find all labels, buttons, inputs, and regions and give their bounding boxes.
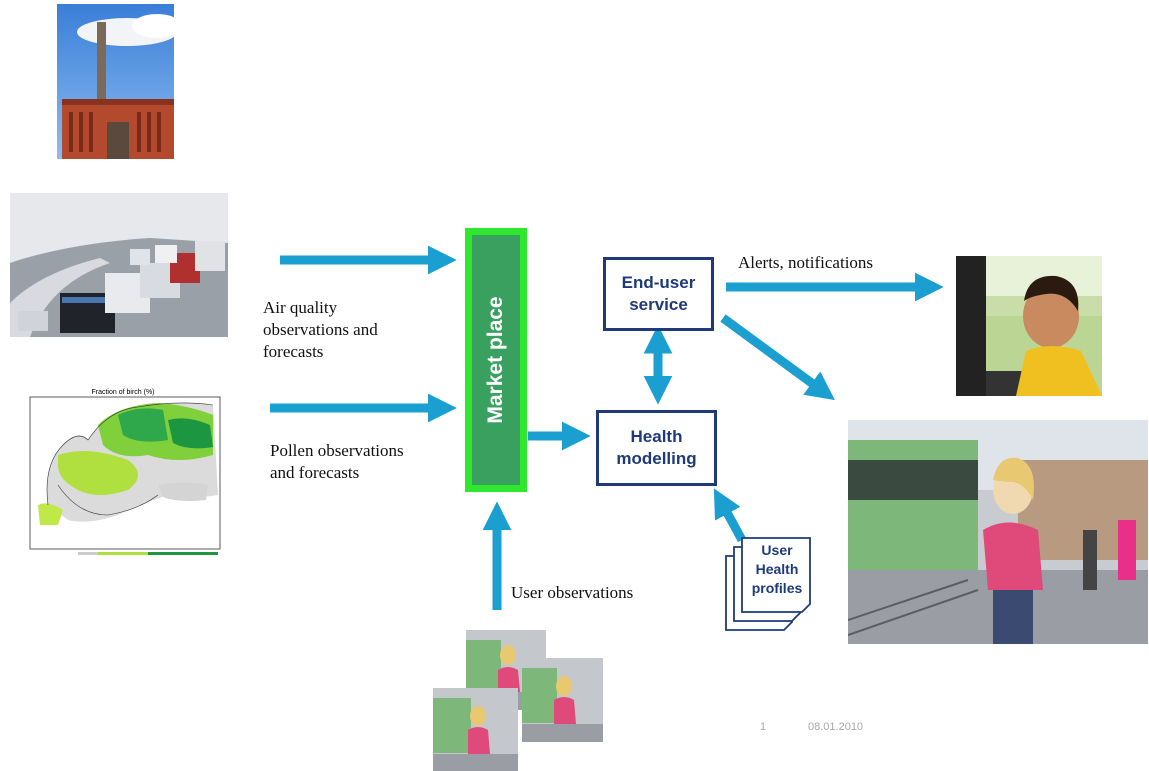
end-user-service-node: End-user service: [603, 257, 714, 331]
alerts-label: Alerts, notifications: [738, 253, 874, 272]
profiles-line-1: User: [761, 542, 793, 558]
power-plant-photo: [57, 4, 174, 159]
health-modelling-line-2: modelling: [616, 449, 697, 468]
pollen-line-2: and forecasts: [270, 463, 360, 482]
air-quality-line-1: Air quality: [263, 298, 338, 317]
user-photo-3: [433, 688, 518, 771]
arrow-service-to-mobile: [720, 314, 835, 401]
end-user-service-line-2: service: [629, 295, 688, 314]
user-observations-label: User observations: [511, 583, 634, 602]
pollen-line-1: Pollen observations: [270, 441, 404, 460]
user-health-profiles-stack: [725, 537, 811, 631]
market-place-label: Market place: [484, 296, 507, 424]
end-user-service-line-1: End-user: [621, 273, 696, 292]
health-modelling-node: Health modelling: [596, 410, 717, 486]
arrow-profiles-to-health: [713, 488, 746, 543]
pollen-label: Pollen observations and forecasts: [270, 440, 404, 484]
girl-tram-photo: [848, 420, 1148, 644]
user-health-profiles-label: User Health profiles: [742, 541, 812, 598]
user-photo-2: [522, 658, 603, 742]
profiles-line-2: Health: [755, 561, 799, 577]
air-quality-label: Air quality observations and forecasts: [263, 297, 378, 363]
health-modelling-line-1: Health: [630, 427, 683, 446]
page-number: 1: [760, 721, 767, 733]
footer-date: 08.01.2010: [808, 721, 864, 733]
air-quality-line-3: forecasts: [263, 342, 324, 361]
air-quality-line-2: observations and: [263, 320, 378, 339]
pollen-map: Fraction of birch (%): [18, 385, 228, 555]
profiles-line-3: profiles: [751, 580, 803, 596]
market-place-node: Market place: [465, 228, 527, 492]
traffic-photo: [10, 193, 228, 337]
map-title: Fraction of birch (%): [91, 389, 154, 396]
boy-laptop-photo: [956, 256, 1102, 396]
